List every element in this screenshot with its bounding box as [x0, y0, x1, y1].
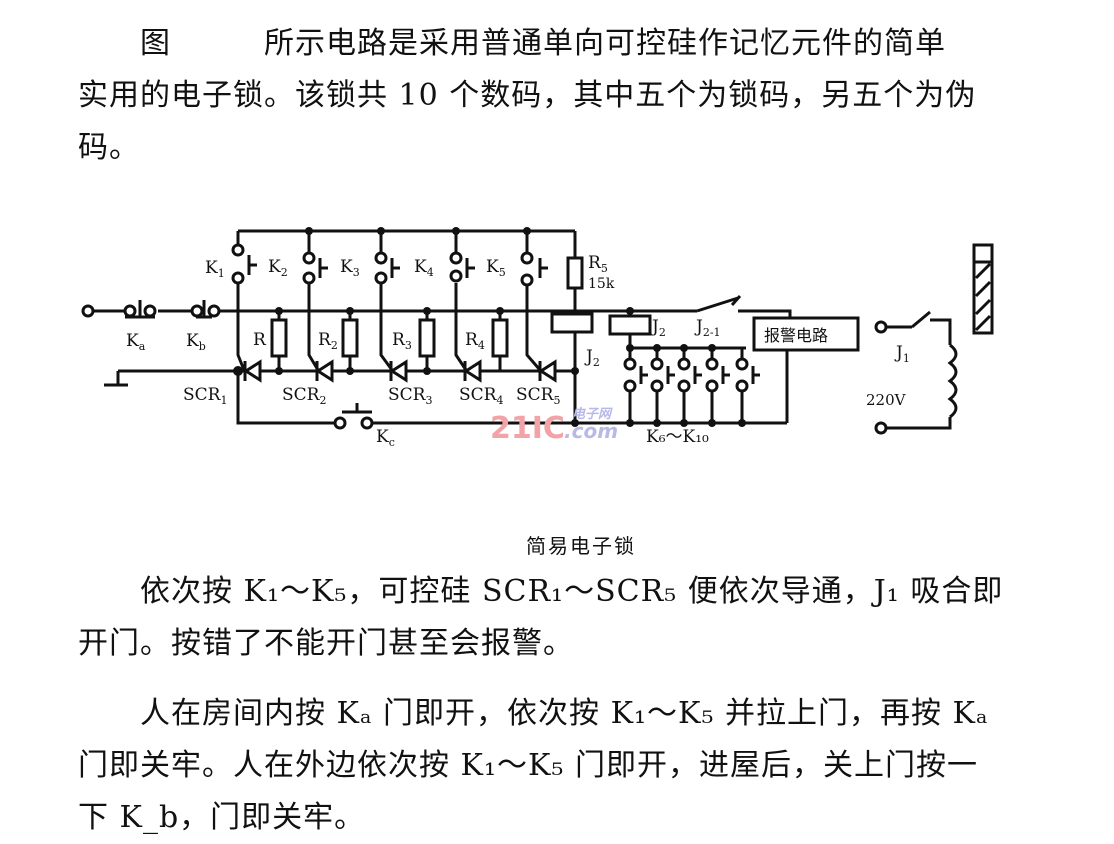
- intro-line-2: 实用的电子锁。该锁共 10 个数码，其中五个为锁码，另五个为伪: [78, 78, 977, 113]
- watermark-com: .com: [564, 419, 618, 443]
- label-k1: K1: [205, 258, 225, 280]
- label-j2-1: J2-1: [694, 317, 721, 339]
- label-ka: Ka: [126, 331, 146, 353]
- watermark-cn: 电子网: [572, 406, 613, 422]
- label-r1: R: [253, 330, 267, 350]
- label-k4: K4: [414, 257, 434, 279]
- body-p1-line-1: 依次按 K₁～K₅，可控硅 SCR₁～SCR₅ 便依次导通，J₁ 吸合即: [140, 574, 1004, 609]
- body-p2-line-3: 下 K_b，门即关牢。: [78, 800, 366, 835]
- figure-caption: 简易电子锁: [526, 534, 636, 558]
- label-k6-k10: K₆～K₁₀: [646, 427, 709, 447]
- label-j2-left: J2: [584, 347, 600, 369]
- label-j1: J1: [894, 343, 910, 365]
- label-scr3: SCR3: [388, 385, 432, 407]
- label-k3: K3: [340, 257, 360, 279]
- label-kb: Kb: [186, 331, 206, 353]
- label-r4: R4: [465, 330, 485, 352]
- label-scr5: SCR5: [516, 385, 560, 407]
- body-p2-line-2: 门即关牢。人在外边依次按 K₁～K₅ 门即开，进屋后，关上门按一: [78, 748, 978, 783]
- label-scr1: SCR1: [183, 385, 227, 407]
- body-p1-line-2: 开门。按错了不能开门甚至会报警。: [78, 626, 574, 661]
- label-k5: K5: [486, 257, 506, 279]
- label-r2: R2: [318, 330, 338, 352]
- label-r5: R5: [588, 253, 608, 275]
- label-scr2: SCR2: [282, 385, 326, 407]
- label-scr4: SCR4: [459, 385, 503, 407]
- label-r5-value: 15k: [588, 276, 615, 292]
- label-r3: R3: [392, 330, 412, 352]
- watermark-21ic: 21IC: [490, 411, 565, 446]
- body-paragraph-1: 依次按 K₁～K₅，可控硅 SCR₁～SCR₅ 便依次导通，J₁ 吸合即 开门。…: [78, 566, 1003, 670]
- label-k2: K2: [268, 257, 288, 279]
- intro-paragraph: 图 所示电路是采用普通单向可控硅作记忆元件的简单 实用的电子锁。该锁共 10 个…: [78, 18, 976, 174]
- body-paragraph-2: 人在房间内按 Kₐ 门即开，依次按 K₁～K₅ 并拉上门，再按 Kₐ 门即关牢。…: [78, 688, 989, 844]
- label-alarm-circuit: 报警电路: [764, 326, 828, 345]
- intro-line-1: 图 所示电路是采用普通单向可控硅作记忆元件的简单: [140, 26, 946, 61]
- label-kc: Kc: [376, 427, 395, 449]
- label-j2-mid: J2: [650, 317, 666, 339]
- label-220v: 220V: [866, 391, 907, 409]
- body-p2-line-1: 人在房间内按 Kₐ 门即开，依次按 K₁～K₅ 并拉上门，再按 Kₐ: [140, 696, 989, 731]
- intro-line-3: 码。: [78, 130, 140, 165]
